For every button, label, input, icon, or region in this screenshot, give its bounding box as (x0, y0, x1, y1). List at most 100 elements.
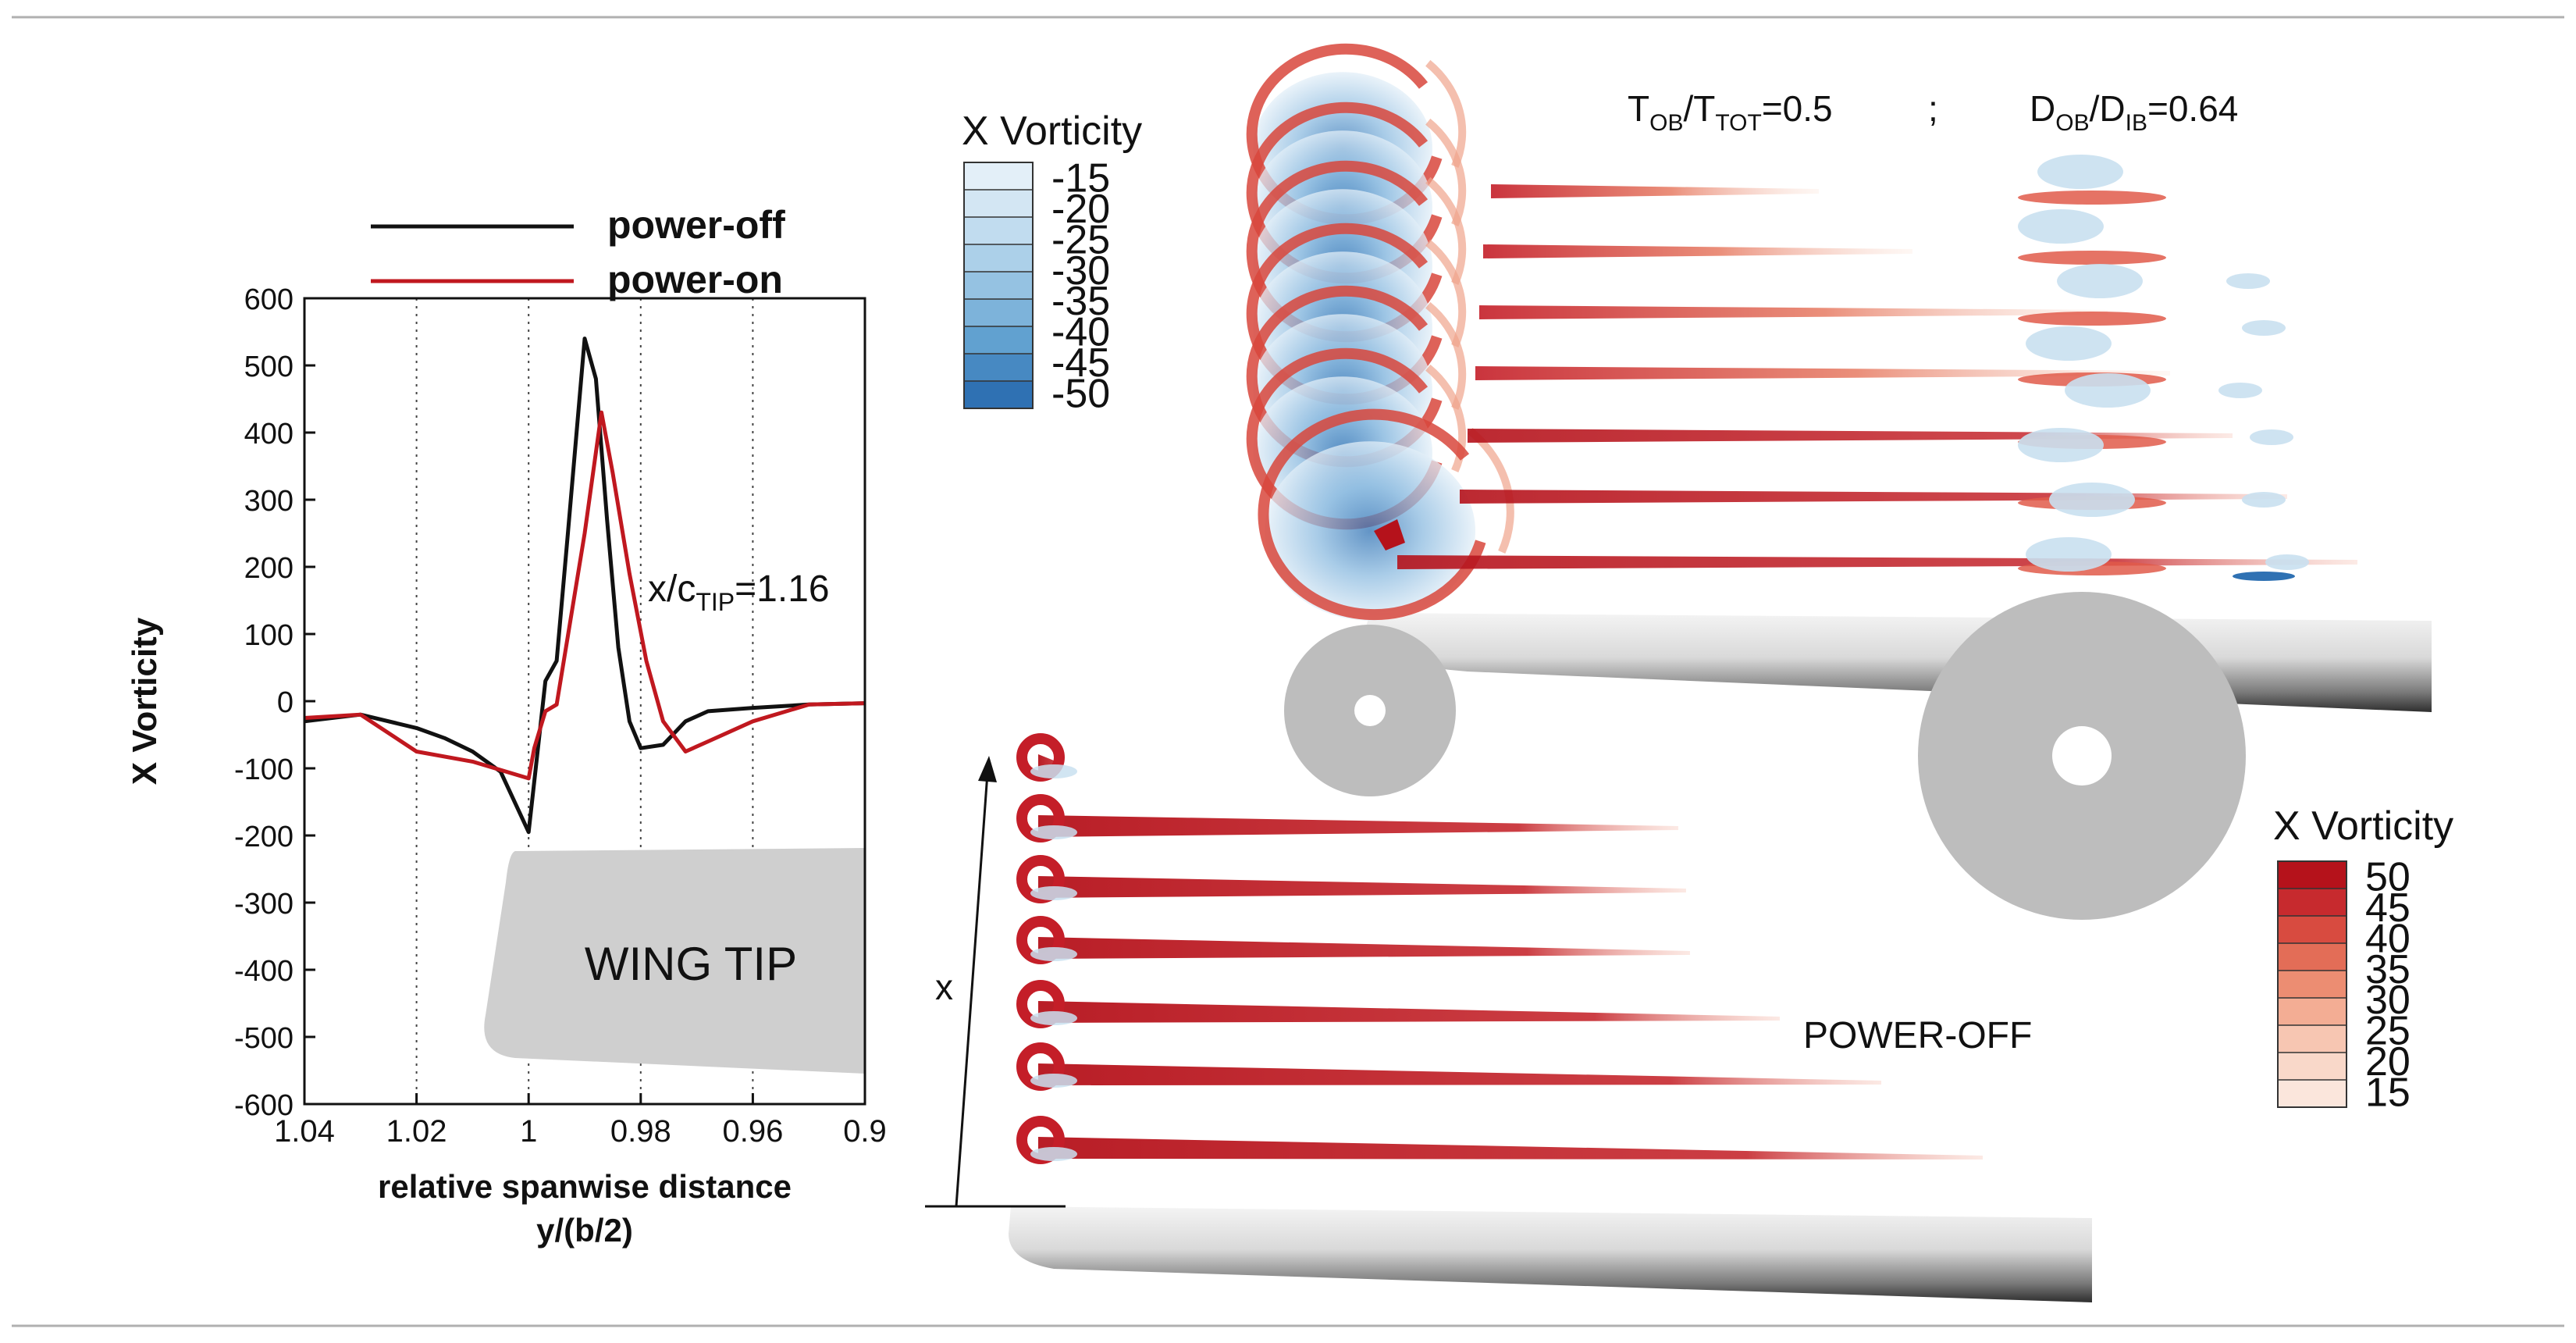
colorbar-label: -30 (1051, 248, 1110, 294)
colorbar-label: 50 (2365, 855, 2411, 900)
colorbar-blue: X Vorticity -15-20-25-30-35-40-45-50 (962, 109, 1142, 416)
vortex-contour-blob (2018, 428, 2104, 462)
vortex-blue-fringe (1030, 764, 1077, 778)
colorbar-cell (964, 190, 1033, 217)
colorbar-frame (963, 162, 1034, 409)
x-tick-label: 1 (520, 1114, 537, 1149)
colorbar-label: 30 (2365, 978, 2411, 1023)
colorbar-cell (964, 244, 1033, 272)
vortex-contour-blob (2026, 326, 2112, 361)
contour-power-on: TOB/TTOT=0.5 ; DOB/DIB=0.64 (1246, 43, 2432, 920)
colorbar-label: -35 (1051, 279, 1110, 324)
colorbar-cell (2278, 1080, 2347, 1107)
outer-ring (1425, 118, 1467, 227)
wake-streak (1038, 937, 1690, 959)
tip-vortex-core (1374, 519, 1405, 550)
vortex-blue-fringe (1030, 825, 1077, 839)
outboard-vortex-contours (2018, 155, 2309, 581)
wake-streak (1038, 1001, 1780, 1023)
vortex-contour-blob (2018, 209, 2104, 244)
slipstream-disc (1265, 441, 1475, 621)
vortex-contour-blob (2265, 554, 2309, 570)
colorbar-cell (2278, 971, 2347, 998)
y-tick-label: 500 (244, 351, 294, 383)
x-axis-letter: x (935, 967, 953, 1007)
wake-streak (1038, 815, 1678, 837)
outboard-wake-core (2018, 312, 2166, 326)
colorbar-red-title: X Vorticity (2273, 803, 2453, 849)
y-tick-label: 100 (244, 619, 294, 652)
vortex-blue-fringe (1030, 1147, 1077, 1161)
contour-power-off: x POWER-OFF (925, 733, 2092, 1302)
colorbar-cell (2278, 998, 2347, 1025)
series-line-power-off (304, 337, 866, 835)
colorbar-cell (964, 326, 1033, 354)
thrust-ratio-label: TOB/TTOT=0.5 (1628, 88, 1833, 136)
y-tick-label: 300 (244, 485, 294, 518)
vortex-contour-blob (2218, 383, 2262, 398)
y-tick-label: 600 (244, 283, 294, 316)
station-label: x/cTIP=1.16 (648, 568, 830, 616)
wake-streak (1038, 1063, 1881, 1085)
vortex-contour-blob (2250, 429, 2293, 445)
colorbar-label: 35 (2365, 947, 2411, 992)
colorbar-cell (964, 217, 1033, 244)
colorbar-label: 45 (2365, 885, 2411, 931)
colorbar-label: 15 (2365, 1070, 2411, 1115)
x-axis-label: relative spanwise distance (378, 1168, 792, 1205)
colorbar-cell (964, 272, 1033, 299)
inboard-propeller-disc (1284, 625, 1456, 796)
vortex-contour-blob (2026, 537, 2112, 572)
outer-ring (1425, 239, 1467, 348)
x-axis-arrowhead (978, 756, 997, 782)
vortex-blue-fringe (1030, 1074, 1077, 1088)
wake-streak (1479, 305, 2108, 319)
wake-streak (1491, 184, 1819, 198)
outer-ring (1425, 301, 1467, 411)
ratio-separator: ; (1928, 88, 1938, 129)
colorbar-label: 40 (2365, 916, 2411, 961)
colorbar-cell (2278, 916, 2347, 943)
vortex-contour-blob (2065, 373, 2151, 408)
y-axis-label: X Vorticity (126, 617, 164, 785)
colorbar-cell (2278, 1025, 2347, 1053)
vortex-blue-fringe (1030, 947, 1077, 961)
wake-streak (1483, 244, 1912, 258)
outer-ring (1425, 59, 1467, 169)
colorbar-cell (2278, 861, 2347, 889)
y-tick-label: -400 (234, 955, 294, 988)
vortex-contour-blob (2049, 483, 2135, 517)
x-tick-label: 0.9 (843, 1114, 887, 1149)
colorbar-label: -50 (1051, 371, 1110, 416)
wing-tip-shape (484, 848, 865, 1074)
wing-surface-top (1362, 613, 2432, 712)
colorbar-label: 25 (2365, 1009, 2411, 1054)
x-axis-label-line2: y/(b/2) (536, 1212, 633, 1249)
vortex-contour-blob (2242, 492, 2286, 508)
colorbar-frame (2277, 860, 2347, 1108)
colorbar-cell (964, 162, 1033, 190)
legend-label-power-on: power-on (607, 258, 783, 301)
vortex-blue-fringe (1030, 1011, 1077, 1025)
vortex-contour-blob (2057, 264, 2143, 298)
y-tick-label: -500 (234, 1022, 294, 1055)
y-tick-label: 400 (244, 418, 294, 451)
tip-vortex-wakes-power-off (1016, 733, 1983, 1164)
vortex-contour-blob (2037, 155, 2123, 189)
series-line-power-on (304, 410, 866, 781)
colorbar-blue-title: X Vorticity (962, 109, 1142, 154)
colorbar-label: -20 (1051, 187, 1110, 232)
outer-ring (1425, 176, 1467, 286)
vortex-contour-blob (2226, 273, 2270, 289)
diameter-ratio-label: DOB/DIB=0.64 (2030, 88, 2238, 136)
y-tick-label: -600 (234, 1089, 294, 1122)
x-tick-label: 0.98 (610, 1114, 671, 1149)
vorticity-ring (1258, 408, 1486, 621)
vortex-blue-fringe (1030, 886, 1077, 900)
colorbar-cell (2278, 1053, 2347, 1080)
colorbar-label: -40 (1051, 310, 1110, 355)
wing-surface-bottom (1009, 1206, 2092, 1302)
